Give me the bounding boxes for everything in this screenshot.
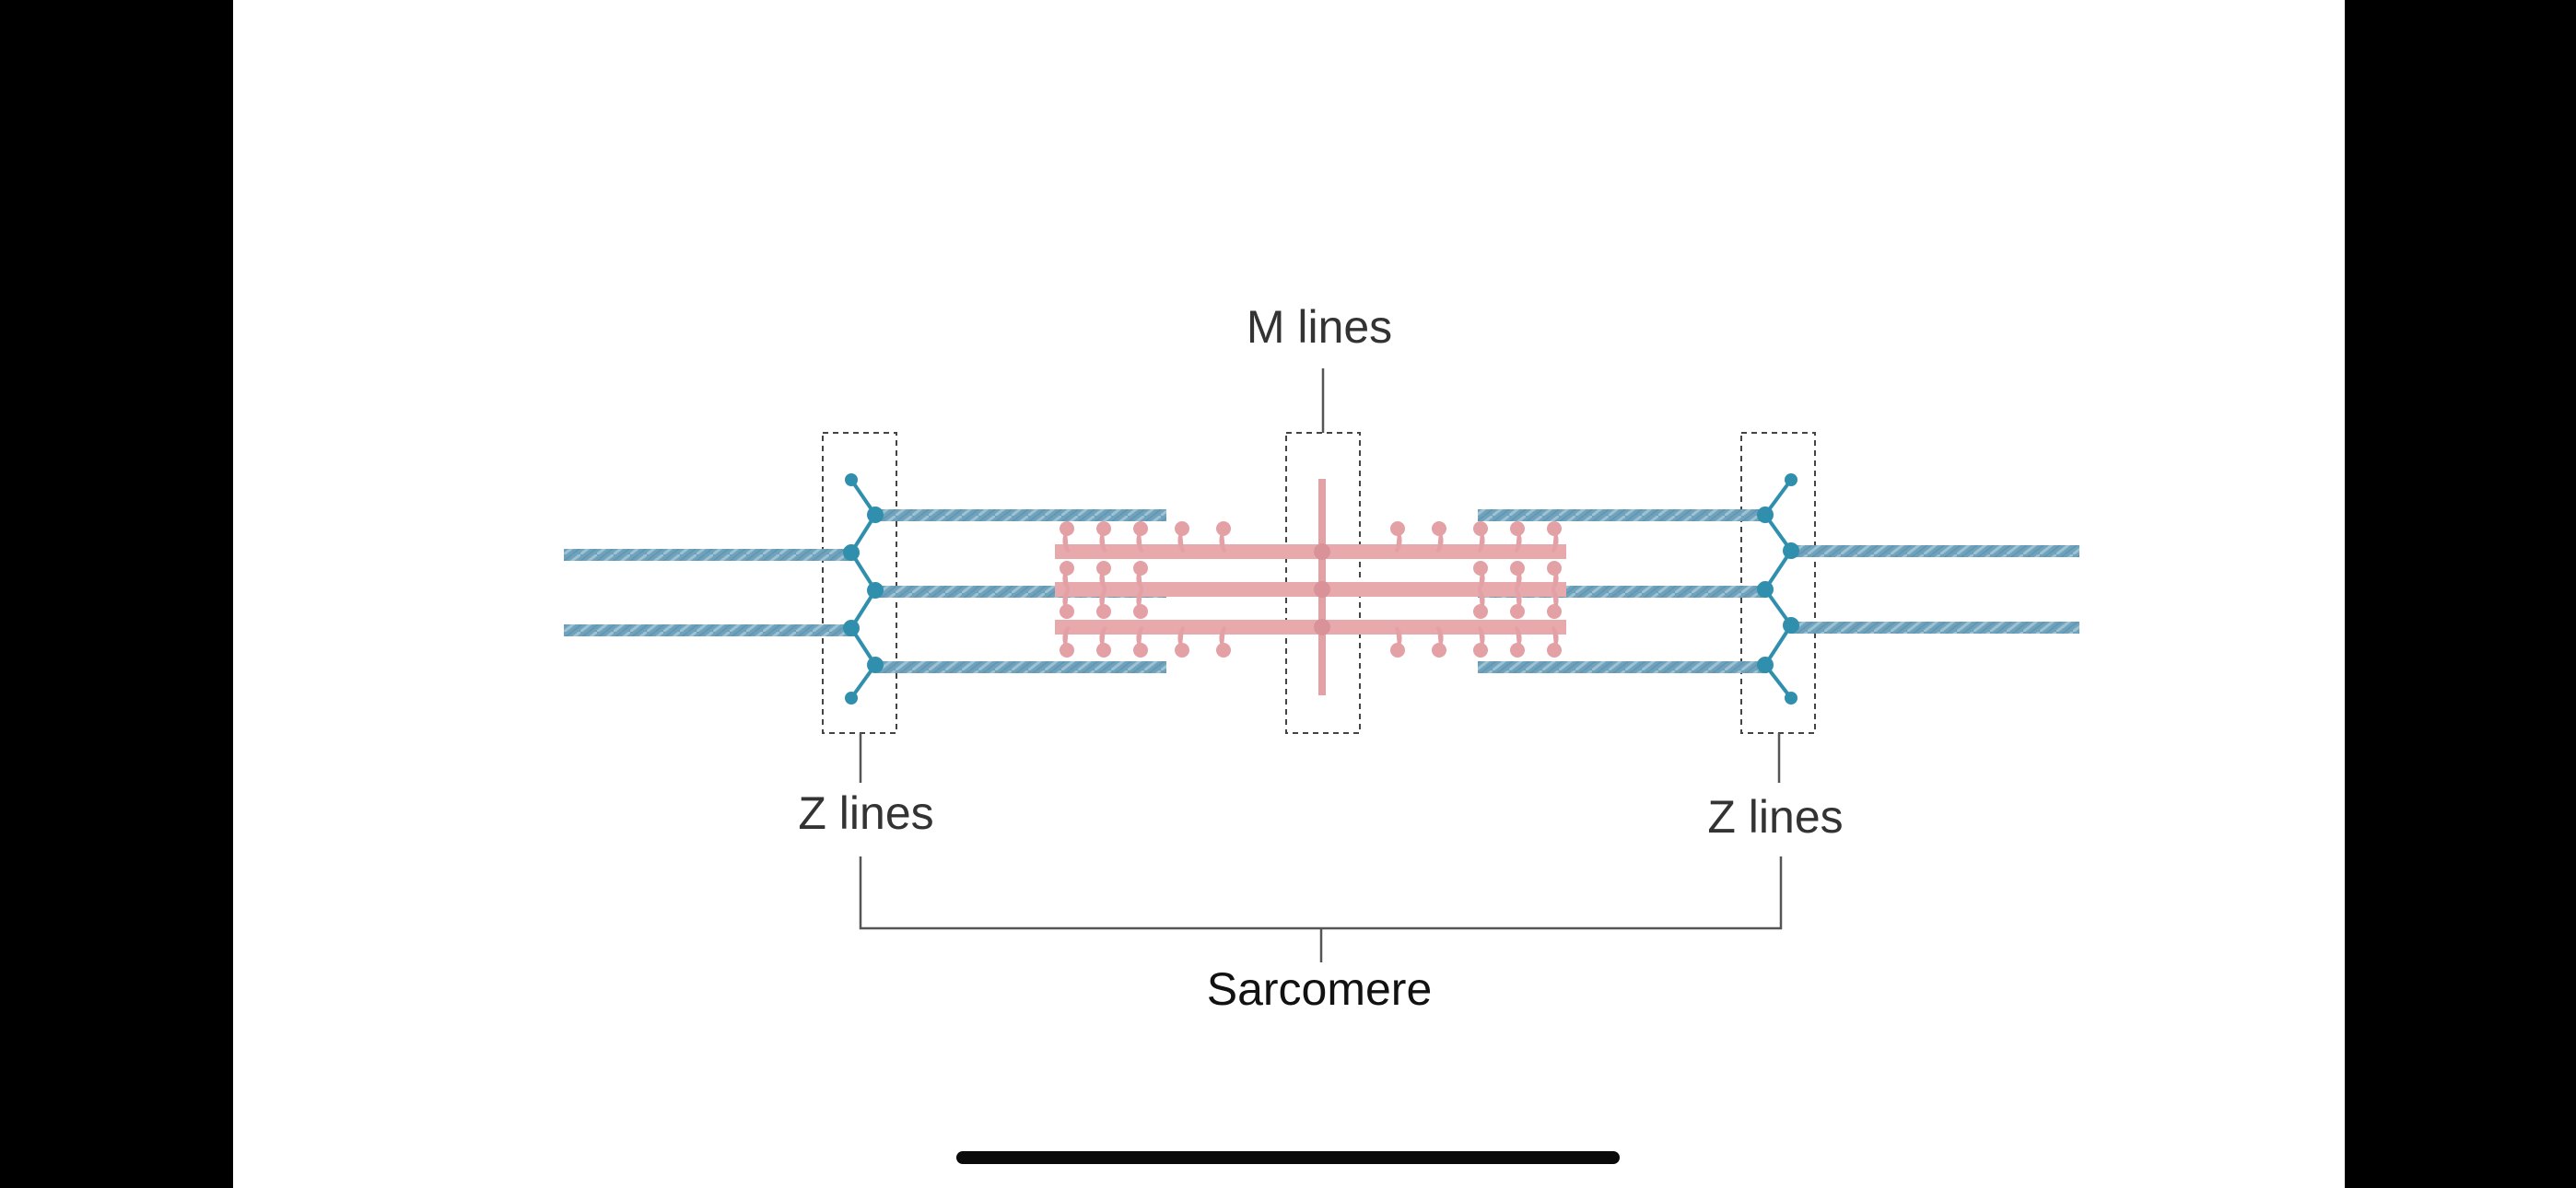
sarcomere-bracket bbox=[859, 856, 1783, 962]
z-lines-label-left: Z lines bbox=[798, 787, 933, 839]
actin-filaments bbox=[564, 509, 2079, 673]
actin-filament bbox=[564, 549, 855, 561]
myosin-heads-left bbox=[1060, 521, 1231, 658]
z-line-box-right bbox=[1740, 432, 1816, 734]
m-lines-label: M lines bbox=[1247, 301, 1392, 353]
actin-filament bbox=[1789, 622, 2079, 634]
z-disc-zigzag-icon bbox=[1757, 473, 1799, 705]
actin-filament bbox=[877, 661, 1166, 673]
home-indicator[interactable] bbox=[956, 1151, 1620, 1164]
m-line-vertical-icon bbox=[1314, 479, 1330, 695]
z-lines-label-right: Z lines bbox=[1707, 791, 1843, 843]
leader-lines bbox=[859, 368, 1781, 783]
myosin-heads-right bbox=[1390, 521, 1562, 658]
sarcomere-label: Sarcomere bbox=[1207, 963, 1433, 1015]
actin-filament bbox=[1478, 661, 1767, 673]
actin-filament bbox=[1478, 509, 1767, 521]
actin-filament bbox=[564, 624, 855, 636]
actin-filament bbox=[1789, 545, 2079, 557]
actin-filament bbox=[877, 509, 1166, 521]
z-disc-zigzag-icon bbox=[843, 473, 884, 705]
myosin-filaments bbox=[1055, 544, 1566, 635]
